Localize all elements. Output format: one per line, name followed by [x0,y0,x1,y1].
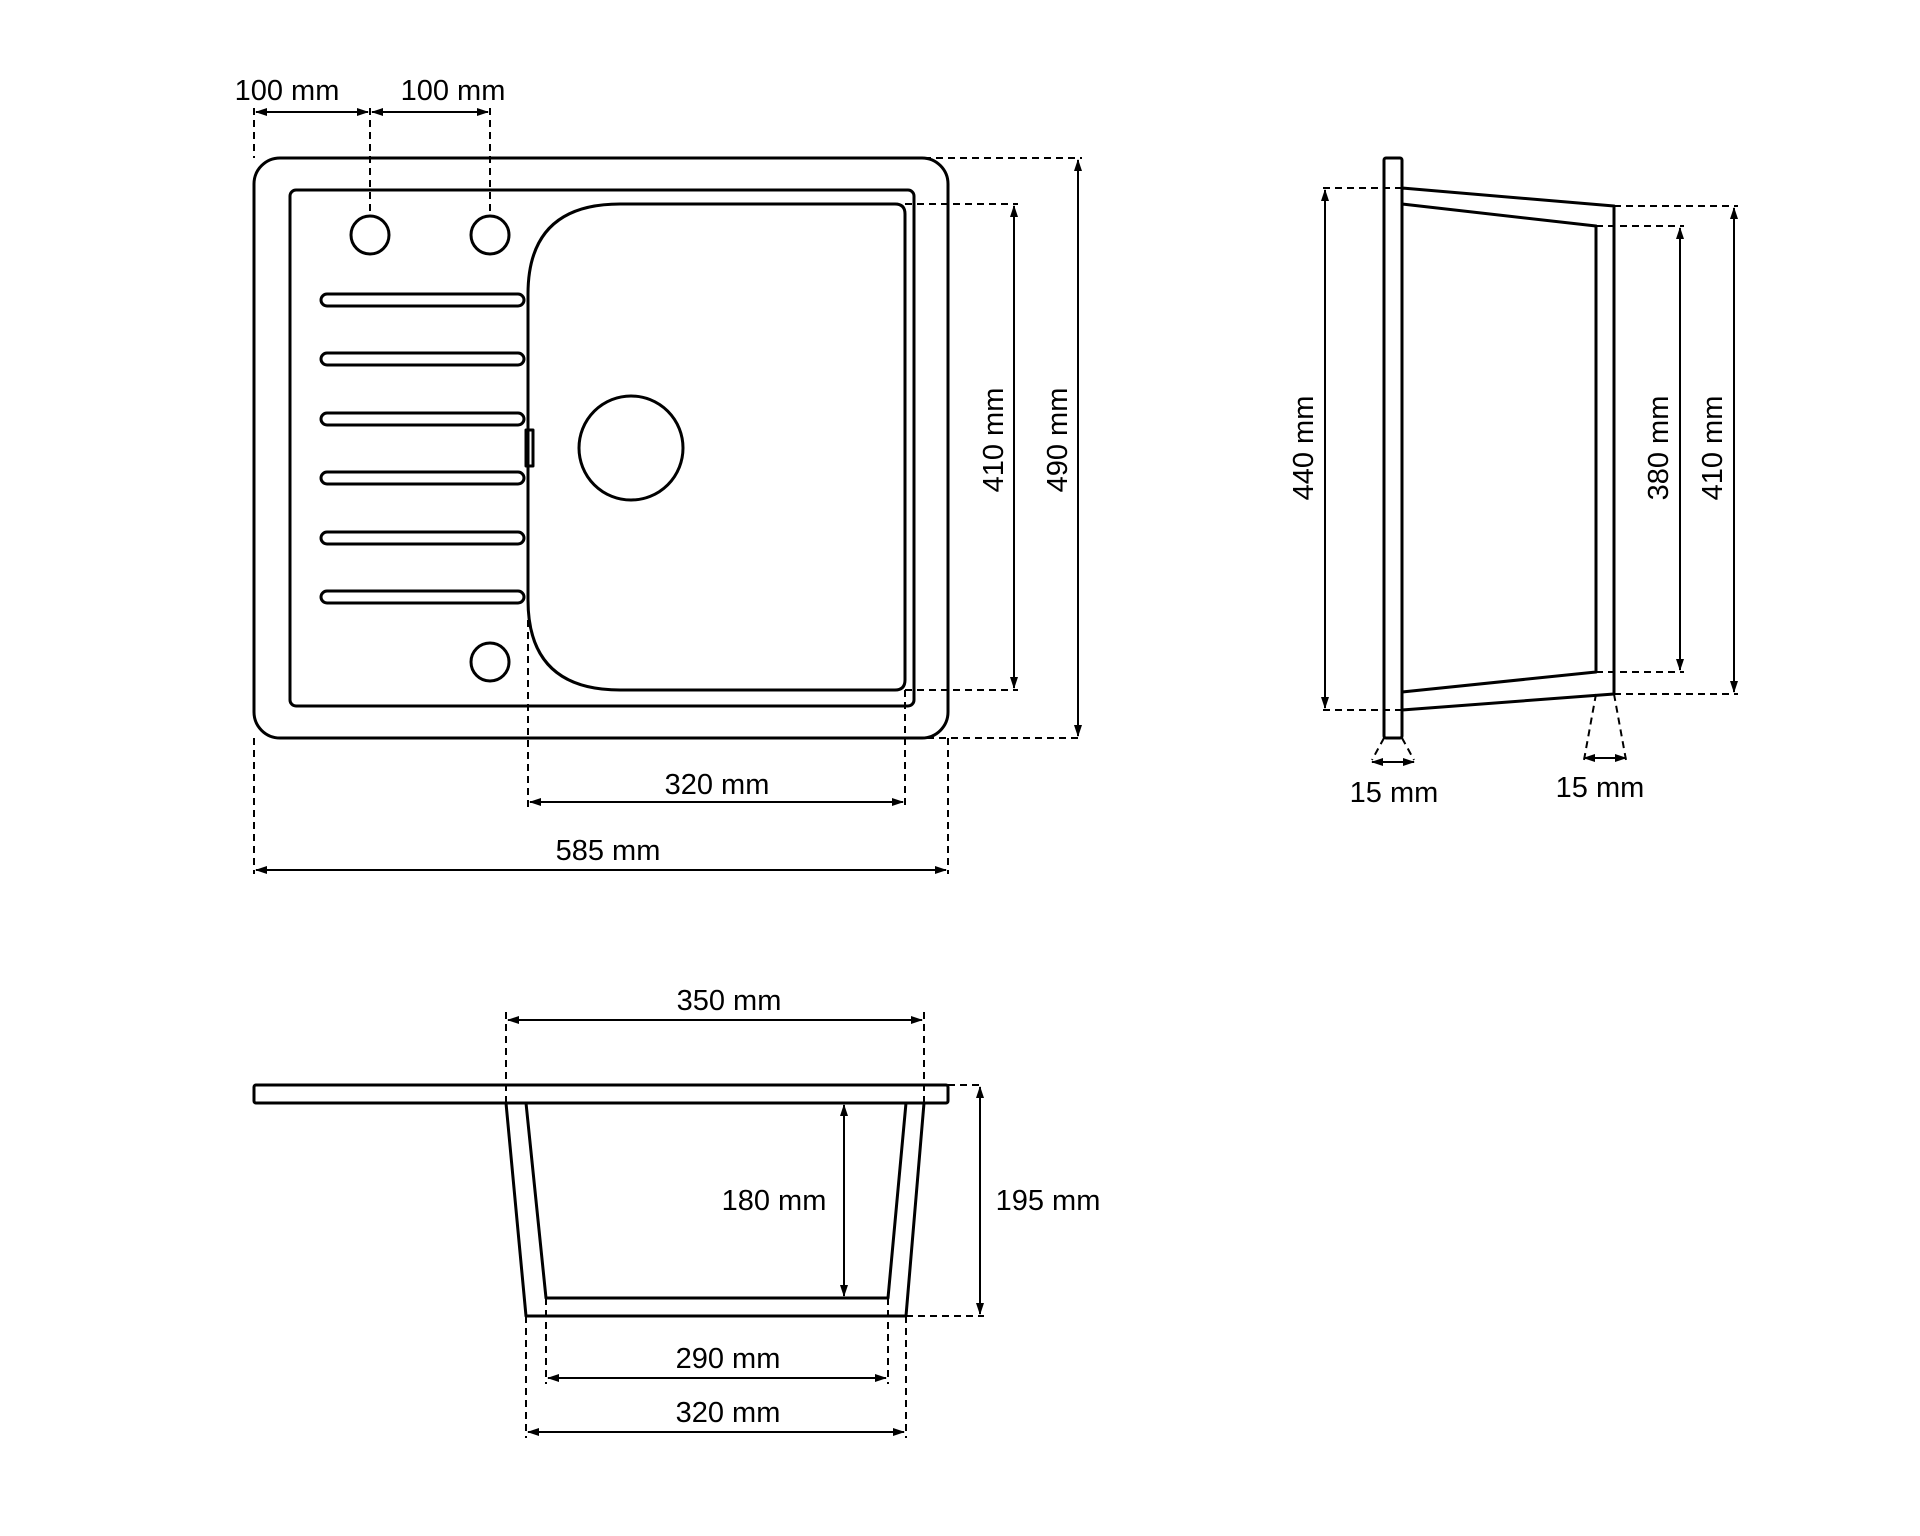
front-bowl-outer [504,1101,926,1318]
dimension-front-bottom: 290 mm 320 mm [525,1298,907,1438]
dim-label-overall-depth: 490 mm [1042,388,1074,493]
dim-label-overall-width: 585 mm [556,835,661,867]
drainboard-grooves [319,292,526,605]
sink-inner-rim [288,188,916,708]
top-view: 100 mm 100 mm 410 mm 490 mm 320 mm 585 m… [235,75,1082,874]
dimension-widths: 320 mm 585 mm [253,620,949,874]
dim-label-bowl-width: 320 mm [665,769,770,801]
dim-label-bowl-depth: 410 mm [978,388,1010,493]
dim-label-front-bottom-outer: 320 mm [676,1397,781,1429]
dim-label-front-bottom-inner: 290 mm [676,1343,781,1375]
drain-circle [577,394,685,502]
overflow-slot [524,428,535,468]
dim-label-front-total-depth: 195 mm [996,1185,1101,1217]
dimension-front-top: 350 mm [505,985,925,1103]
dimension-depths: 410 mm 490 mm [840,157,1082,739]
side-bowl-inner [1400,202,1598,694]
dimension-front-depths: 180 mm 195 mm [722,1084,1101,1317]
bowl-outline [526,202,907,692]
dimension-rim-thickness: 15 mm 15 mm [1350,693,1645,809]
faucet-hole-right [469,214,511,256]
sink-outer-outline [252,156,950,740]
groove [319,470,526,486]
faucet-hole-bottom [469,641,511,683]
front-rim-plate [252,1083,950,1105]
dimension-hole-offsets: 100 mm 100 mm [235,75,506,216]
dim-label-front-inner-depth: 180 mm [722,1185,827,1217]
dim-label-hole-right: 100 mm [401,75,506,107]
dim-label-hole-left: 100 mm [235,75,340,107]
groove [319,351,526,367]
dim-label-side-inner: 380 mm [1643,396,1675,501]
side-rim-plate [1382,156,1404,740]
side-bowl-outline [1400,186,1616,712]
dim-label-rim-left: 15 mm [1350,777,1439,809]
groove [319,589,526,605]
groove [319,292,526,308]
front-bowl-inner [524,1101,908,1300]
side-view: 440 mm 380 mm 410 mm 15 mm 15 mm [1288,156,1738,809]
faucet-hole-left [349,214,391,256]
dimension-side-lengths: 440 mm 380 mm 410 mm [1288,187,1738,711]
front-view: 350 mm 180 mm 195 mm 290 mm 320 mm [252,985,1101,1438]
groove [319,411,526,427]
dim-label-rim-right: 15 mm [1556,772,1645,804]
dim-label-front-top: 350 mm [677,985,782,1017]
dim-label-side-overall: 440 mm [1288,396,1320,501]
dim-label-side-outer: 410 mm [1697,396,1729,501]
groove [319,530,526,546]
